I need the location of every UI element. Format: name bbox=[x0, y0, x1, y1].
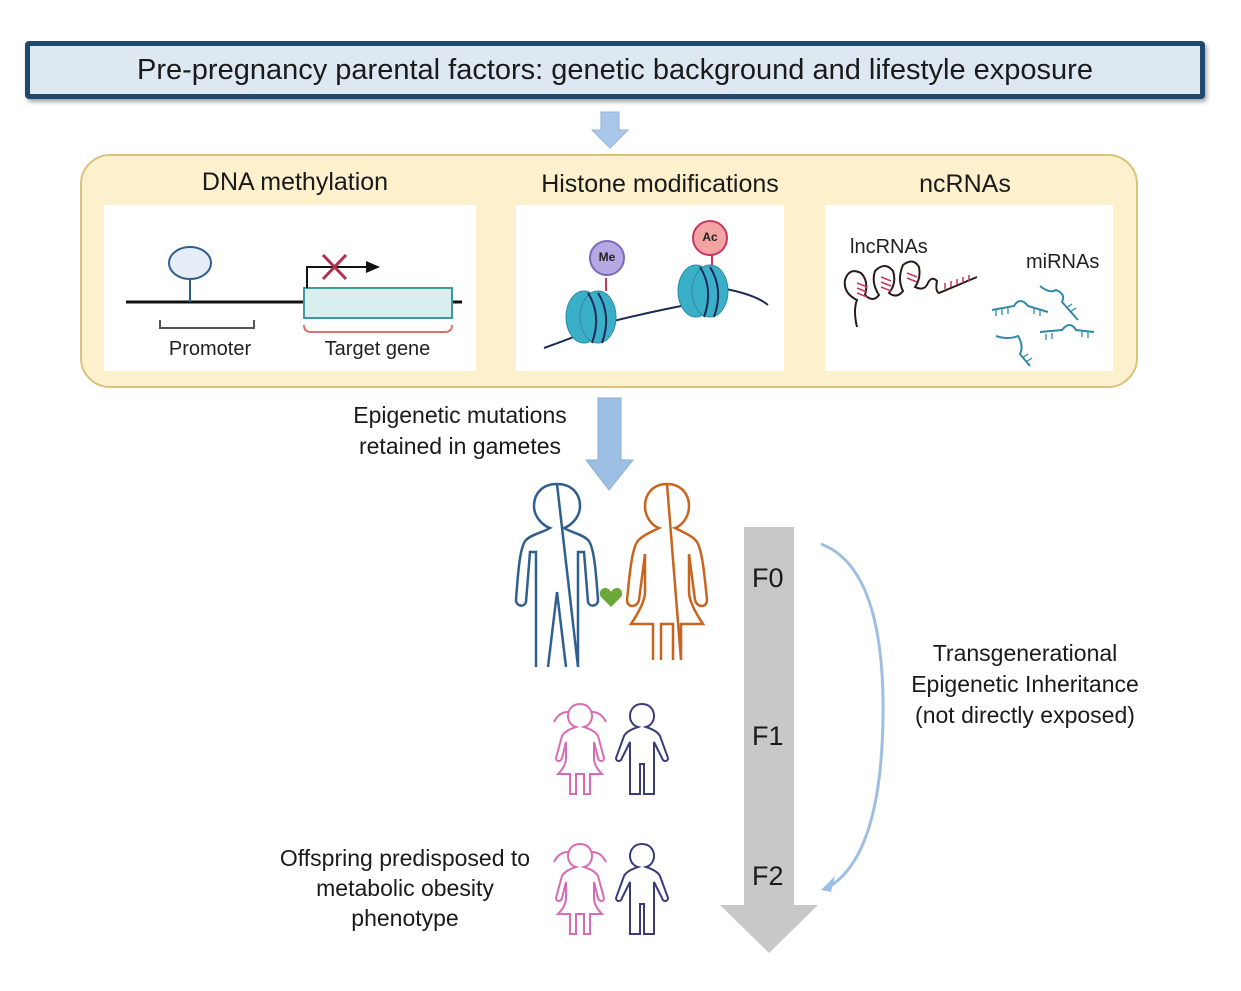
mirnas-label: miRNAs bbox=[1026, 251, 1100, 273]
girl-figure-f2-icon bbox=[553, 842, 607, 935]
gametes-text-line1: Epigenetic mutations bbox=[353, 402, 567, 428]
generation-label-f0: F0 bbox=[752, 563, 784, 593]
mirna-icon bbox=[991, 285, 1095, 367]
inheritance-text: Transgenerational Epigenetic Inheritance… bbox=[880, 638, 1170, 731]
generation-label-f1: F1 bbox=[752, 721, 784, 751]
inheritance-text-line1: Transgenerational bbox=[932, 640, 1118, 666]
lncrnas-label: lncRNAs bbox=[850, 236, 928, 258]
histone-modifications-title: Histone modifications bbox=[541, 170, 779, 198]
me-badge-label: Me bbox=[598, 250, 616, 264]
heart-icon bbox=[599, 588, 623, 607]
inheritance-text-line2: Epigenetic Inheritance bbox=[911, 671, 1139, 697]
nucleosome-diagram-icon bbox=[543, 220, 769, 349]
girl-figure-f1-icon bbox=[553, 702, 607, 795]
header-title: Pre-pregnancy parental factors: genetic … bbox=[137, 53, 1093, 86]
gametes-text: Epigenetic mutations retained in gametes bbox=[330, 400, 590, 462]
ncrnas-card bbox=[825, 205, 1113, 371]
offspring-text-line1: Offspring predisposed to bbox=[279, 845, 531, 871]
target-gene-label: Target gene bbox=[324, 338, 431, 360]
curved-inheritance-arrow-icon bbox=[820, 542, 885, 892]
ac-badge-label: Ac bbox=[702, 230, 718, 244]
offspring-text-line2: metabolic obesity bbox=[316, 875, 494, 901]
offspring-text-line3: phenotype bbox=[351, 905, 459, 931]
header-banner: Pre-pregnancy parental factors: genetic … bbox=[25, 41, 1205, 99]
offspring-text: Offspring predisposed to metabolic obesi… bbox=[255, 843, 555, 933]
down-arrow-small-icon bbox=[590, 111, 630, 149]
mother-figure-icon bbox=[625, 482, 709, 661]
boy-figure-f1-icon bbox=[614, 702, 670, 795]
promoter-label: Promoter bbox=[168, 338, 252, 360]
histone-modifications-card bbox=[516, 205, 784, 371]
father-figure-icon bbox=[514, 482, 600, 668]
dna-methylation-diagram-icon bbox=[126, 246, 462, 333]
down-arrow-gametes-icon bbox=[584, 397, 635, 491]
boy-figure-f2-icon bbox=[614, 842, 670, 935]
generation-arrow-icon bbox=[720, 527, 818, 953]
gametes-text-line2: retained in gametes bbox=[358, 433, 561, 459]
dna-methylation-title: DNA methylation bbox=[201, 168, 389, 196]
ncrnas-title: ncRNAs bbox=[919, 170, 1011, 198]
lncrna-icon bbox=[843, 260, 978, 328]
generation-label-f2: F2 bbox=[752, 861, 784, 891]
inheritance-text-line3: (not directly exposed) bbox=[915, 702, 1135, 728]
